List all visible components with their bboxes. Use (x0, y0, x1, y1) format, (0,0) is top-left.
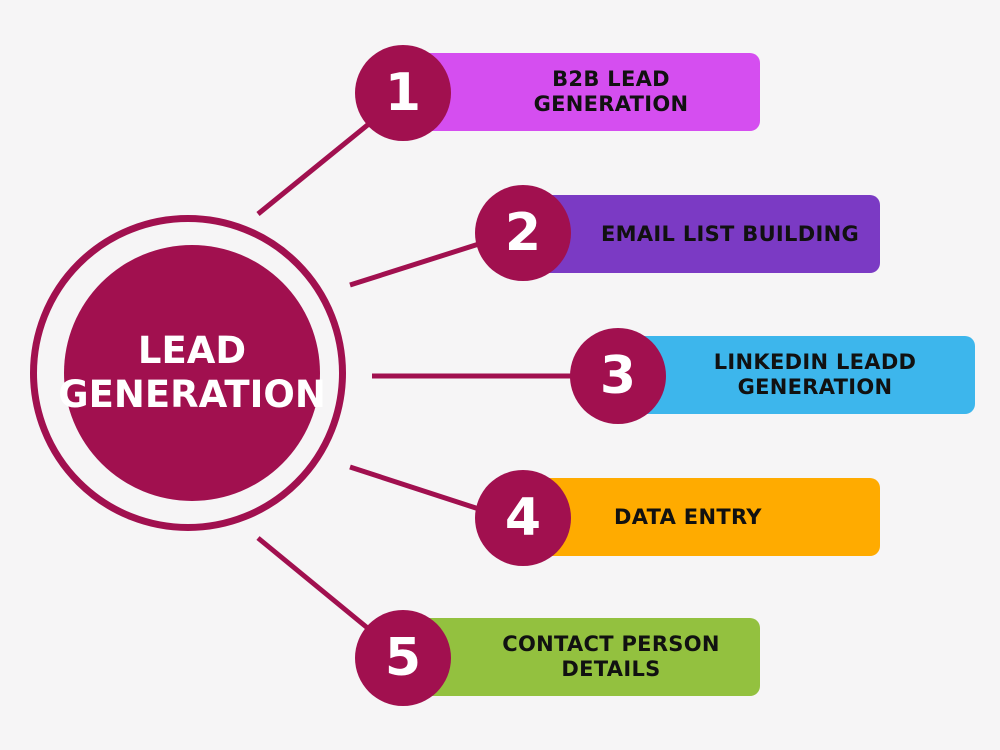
connector-line-1 (256, 121, 372, 216)
item-3-number-badge: 3 (570, 328, 666, 424)
item-1-pill: B2B LEAD GENERATION (420, 53, 760, 131)
item-3-pill: LINKEDIN LEADD GENERATION (635, 336, 975, 414)
item-2-pill: EMAIL LIST BUILDING (540, 195, 880, 273)
center-title: LEAD GENERATION (58, 329, 326, 416)
connector-line-2 (349, 240, 483, 288)
item-5-number: 5 (384, 628, 422, 688)
item-1-label: B2B LEAD GENERATION (533, 67, 689, 116)
center-node: LEAD GENERATION (58, 245, 326, 501)
connector-line-4 (349, 464, 483, 513)
item-4-label: DATA ENTRY (614, 504, 762, 529)
item-2-number-badge: 2 (475, 185, 571, 281)
item-2-number: 2 (504, 203, 542, 263)
item-4-pill: DATA ENTRY (540, 478, 880, 556)
item-4-number-badge: 4 (475, 470, 571, 566)
item-3-number: 3 (599, 346, 637, 406)
item-5-pill: CONTACT PERSON DETAILS (420, 618, 760, 696)
item-1-number: 1 (384, 63, 422, 123)
connector-line-5 (256, 536, 372, 632)
item-3-label: LINKEDIN LEADD GENERATION (713, 350, 917, 399)
item-1-number-badge: 1 (355, 45, 451, 141)
item-5-label: CONTACT PERSON DETAILS (502, 632, 720, 681)
item-5-number-badge: 5 (355, 610, 451, 706)
item-2-label: EMAIL LIST BUILDING (601, 221, 859, 246)
item-4-number: 4 (504, 488, 542, 548)
